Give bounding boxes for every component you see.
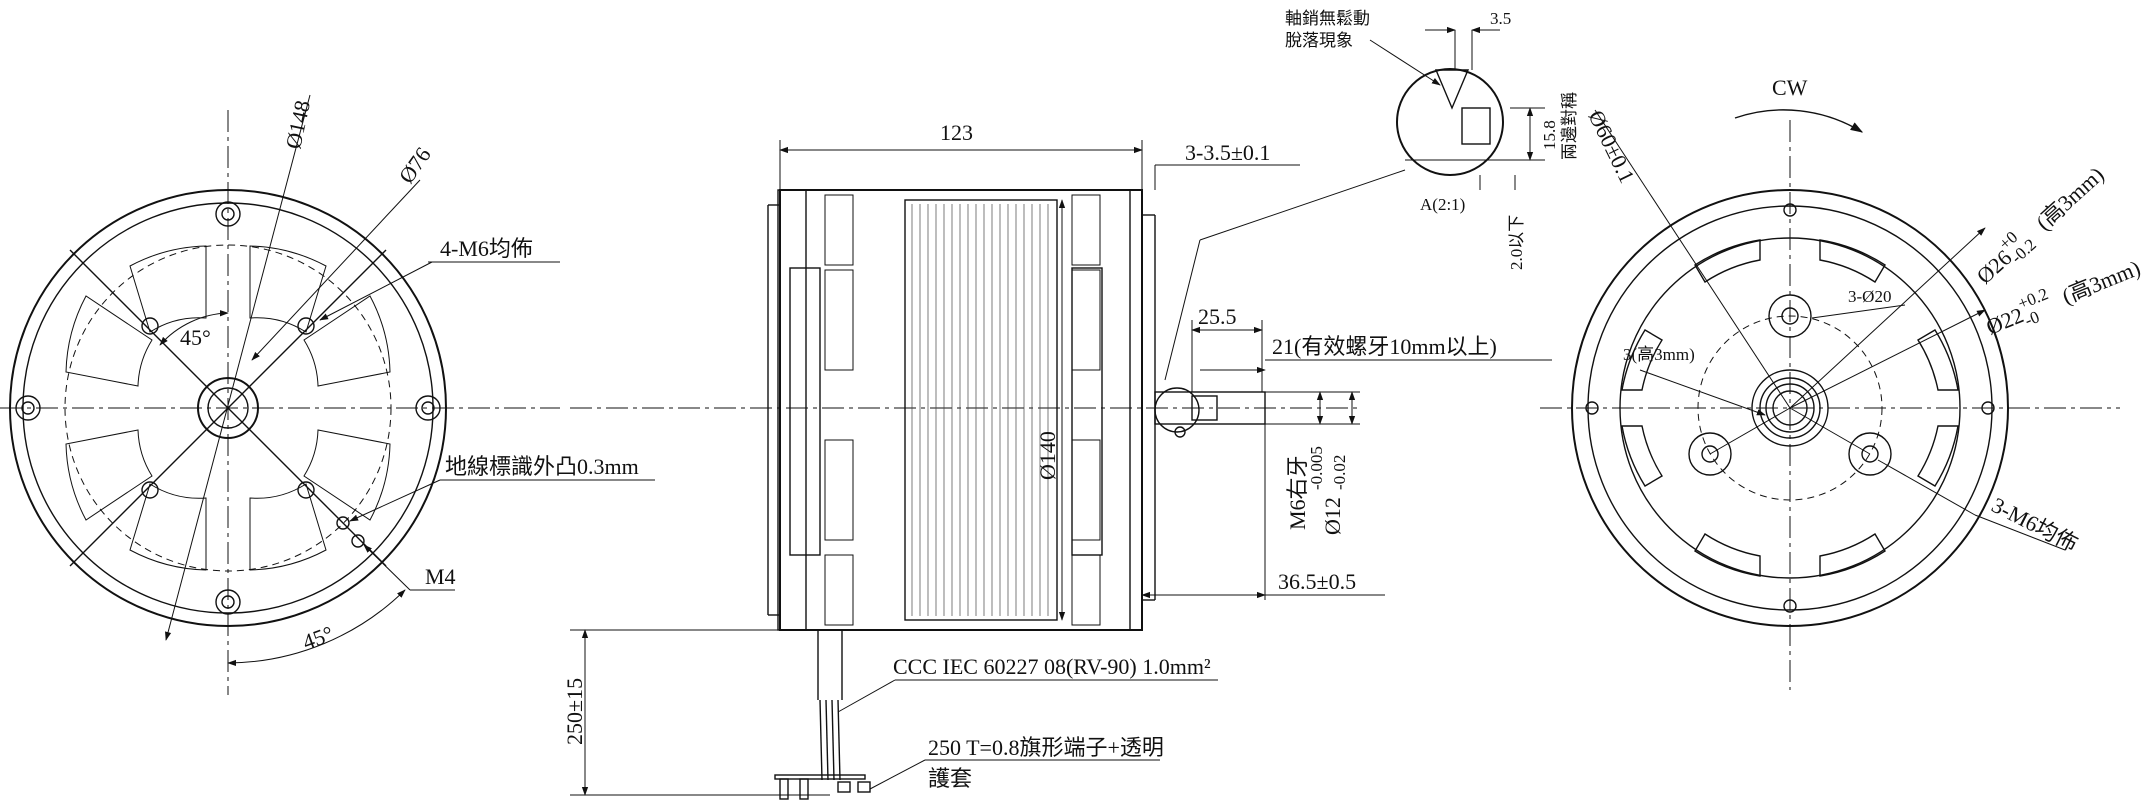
m6-hole-icon [141,481,159,499]
label-terminal-line1: 250 T=0.8旗形端子+透明 [928,735,1164,760]
dim-angle-inner: 45° [180,325,211,350]
label-m4: M4 [425,564,456,589]
note-pin-line2: 脫落現象 [1285,31,1353,50]
dim-thread-m6: M6右牙 [1285,455,1310,530]
lug-top [215,201,241,227]
lug-left [15,395,41,421]
dim-shaft-dia: Ø12 [1320,497,1345,535]
label-m6-holes: 4-M6均佈 [440,236,533,261]
detail-a: 軸銷無鬆動 脫落現象 3.5 15.8 兩邊對稱 A(2:1) 2.0以下 [1164,8,1579,381]
dim-shaft-tol-lower: -0.02 [1330,455,1349,490]
side-view: 123 3-3.5±0.1 25.5 21(有效螺牙10mm以上) Ø140 M… [562,120,1552,800]
front-view: Ø148 Ø76 4-M6均佈 45° 45° 地線標識外凸0.3mm M4 [0,94,655,695]
dim-dia-60: Ø60±0.1 [1584,106,1640,187]
dim-shaft-tol-upper: -0.005 [1307,446,1326,490]
dim-shaft-25: 25.5 [1198,304,1237,329]
terminal-icon [837,781,851,793]
terminal-icon [857,781,871,793]
m6-hole-icon [141,317,159,335]
dim-length-123: 123 [940,120,973,145]
dim-boss-3: 3(高3mm) [1623,345,1695,364]
lug-right [415,395,441,421]
dim-dia-22-note: (高3mm) [2059,255,2144,309]
note-below: 2.0以下 [1507,215,1526,270]
dim-holes-20: 3-Ø20 [1848,287,1891,306]
label-cable: CCC IEC 60227 08(RV-90) 1.0mm² [893,654,1211,679]
rear-view: CW Ø60±0.1 Ø26 +0 -0.2 (高3mm) Ø22 +0.2 -… [1540,75,2144,690]
dim-lug: 3-3.5±0.1 [1185,140,1270,165]
label-ground-mark: 地線標識外凸0.3mm [445,454,639,479]
dim-dia-76: Ø76 [394,142,436,187]
note-pin-line1: 軸銷無鬆動 [1285,8,1370,28]
dim-thread-length: 21(有效螺牙10mm以上) [1272,334,1497,359]
dim-dia-26-note: (高3mm) [2031,162,2109,235]
m4-hole-icon [351,534,365,548]
m6-hole-icon [297,317,315,335]
ground-mark-icon [336,516,350,530]
label-rotation: CW [1772,75,1808,100]
dim-lead-length: 250±15 [562,678,587,745]
m6-hole-icon [297,481,315,499]
dim-angle-outer: 45° [299,621,337,655]
dim-shaft-extension: 36.5±0.5 [1278,569,1356,594]
lamination-lines [911,204,1049,616]
label-terminal-line2: 護套 [928,766,972,791]
note-symmetric: 兩邊對稱 [1560,92,1579,160]
dim-dia-140: Ø140 [1035,431,1060,480]
label-m6-holes-rear: 3-M6均佈 [1988,492,2082,556]
dim-3-5: 3.5 [1490,9,1511,28]
dim-15-8: 15.8 [1540,120,1559,150]
dim-dia-148: Ø148 [280,98,315,151]
dim-dia-22-tol-lower: -0 [2022,307,2042,330]
label-detail-a: A(2:1) [1420,195,1465,214]
